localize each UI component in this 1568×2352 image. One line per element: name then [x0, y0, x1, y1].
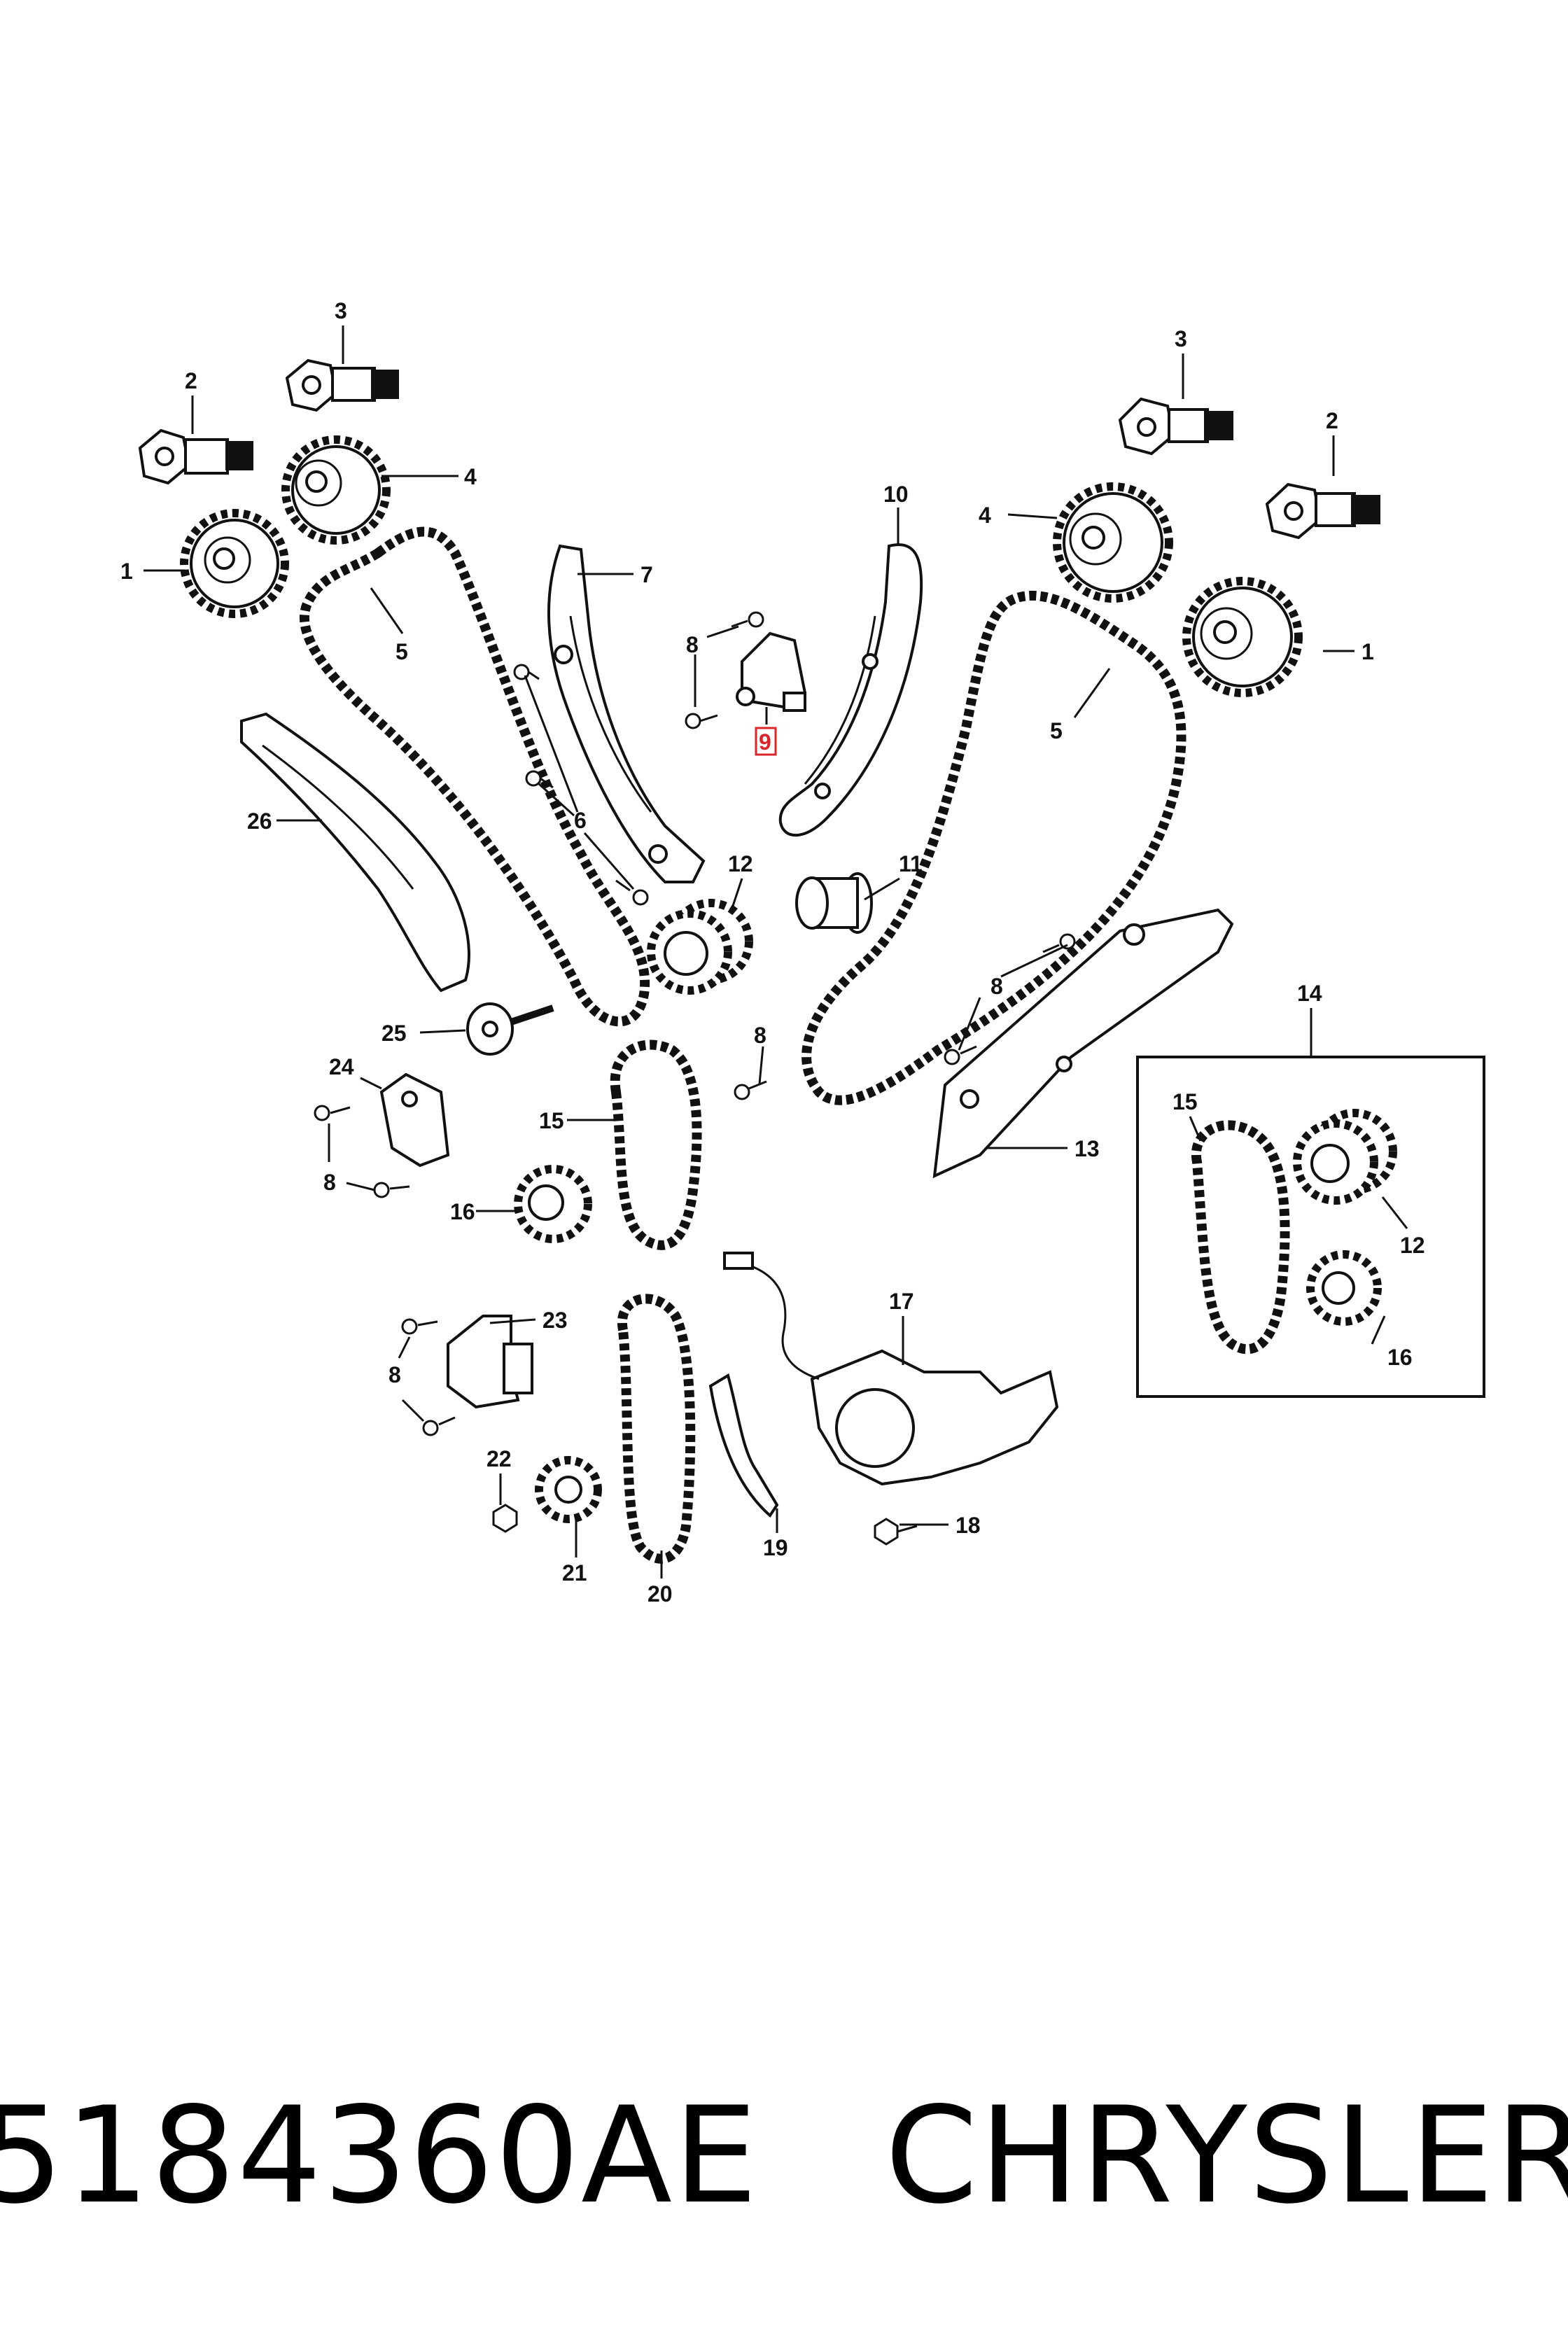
right-chain-guide [778, 543, 923, 837]
callout-22: 22 [486, 1446, 512, 1471]
oil-pump [723, 1252, 1059, 1486]
callout-8-d: 8 [323, 1170, 336, 1195]
callout-16-a: 16 [450, 1199, 475, 1224]
callout-18: 18 [955, 1513, 981, 1538]
crank-sprocket [514, 1165, 592, 1243]
left-chain-guide [547, 544, 706, 883]
callout-8-e: 8 [388, 1362, 401, 1387]
callout-10: 10 [883, 482, 909, 507]
left-cam-timing-chain [300, 526, 650, 1027]
callout-12-b: 12 [1400, 1233, 1425, 1258]
callout-6: 6 [574, 808, 587, 833]
idler-shaft [795, 872, 873, 934]
callout-9-highlight-box [755, 727, 777, 756]
callout-20: 20 [648, 1581, 673, 1606]
callout-21: 21 [562, 1560, 587, 1586]
callout-14: 14 [1297, 981, 1322, 1006]
callout-2-right: 2 [1326, 408, 1338, 433]
callout-3-right: 3 [1175, 326, 1187, 351]
left-oil-control-valve-bolt [138, 428, 253, 485]
oil-pump-chain-tensioner [708, 1373, 779, 1518]
callout-1-left: 1 [120, 559, 133, 584]
balance-shaft-chain [610, 1040, 702, 1250]
callout-5-left: 5 [396, 639, 408, 664]
sprocket-nut [492, 1504, 518, 1533]
oil-pump-sprocket [535, 1456, 602, 1523]
oil-pump-chain [617, 1294, 696, 1564]
kit-box [1136, 1056, 1485, 1398]
callout-5-right: 5 [1050, 718, 1063, 743]
left-camshaft-bolt [285, 358, 399, 412]
callout-1-right: 1 [1362, 639, 1374, 664]
idler-sprocket [647, 899, 753, 995]
callout-19: 19 [763, 1535, 788, 1560]
primary-chain-tensioner [379, 1072, 450, 1168]
oil-pump-bolt [874, 1518, 918, 1546]
part-number: 5184360AE [0, 2078, 760, 2233]
callout-7: 7 [640, 562, 653, 587]
callout-25: 25 [382, 1021, 407, 1046]
left-intake-cam-phaser [281, 435, 391, 545]
callout-11: 11 [899, 851, 923, 876]
callout-24: 24 [329, 1054, 354, 1079]
callout-17: 17 [889, 1289, 914, 1314]
right-intake-cam-phaser [1053, 482, 1173, 603]
right-camshaft-bolt [1118, 397, 1233, 456]
callout-4-right: 4 [979, 503, 991, 528]
right-exhaust-cam-phaser [1182, 577, 1303, 697]
right-cam-timing-chain [802, 590, 1186, 1105]
callout-9: 9 [759, 729, 771, 755]
callout-8-c: 8 [754, 1023, 766, 1048]
cam-chain-tensioner [736, 631, 807, 712]
callout-12-a: 12 [728, 851, 753, 876]
callout-4-left: 4 [464, 464, 477, 489]
callout-13: 13 [1074, 1136, 1100, 1161]
right-oil-control-valve-bolt [1265, 482, 1380, 540]
left-exhaust-cam-phaser [180, 509, 289, 618]
lower-chain-guide [932, 908, 1234, 1179]
callout-15-b: 15 [1172, 1089, 1198, 1114]
callout-23: 23 [542, 1308, 568, 1333]
balance-chain-tensioner [447, 1315, 533, 1409]
brand-name: CHRYSLER [885, 2078, 1568, 2233]
callout-26: 26 [247, 808, 272, 834]
callout-3-left: 3 [335, 298, 347, 323]
callout-labels: 1 1 2 2 3 3 4 4 5 5 6 7 8 8 8 [120, 298, 1425, 1606]
callout-15-a: 15 [539, 1108, 564, 1133]
callout-16-b: 16 [1387, 1345, 1413, 1370]
callout-2-left: 2 [185, 368, 197, 393]
callout-8-a: 8 [686, 632, 699, 657]
primary-chain-guide [240, 712, 470, 993]
callout-8-b: 8 [990, 974, 1003, 999]
guide-bolts [314, 611, 1076, 1436]
guide-pivot-bolt [466, 1002, 554, 1056]
caption: 5184360AE CHRYSLER [0, 2065, 1568, 2247]
